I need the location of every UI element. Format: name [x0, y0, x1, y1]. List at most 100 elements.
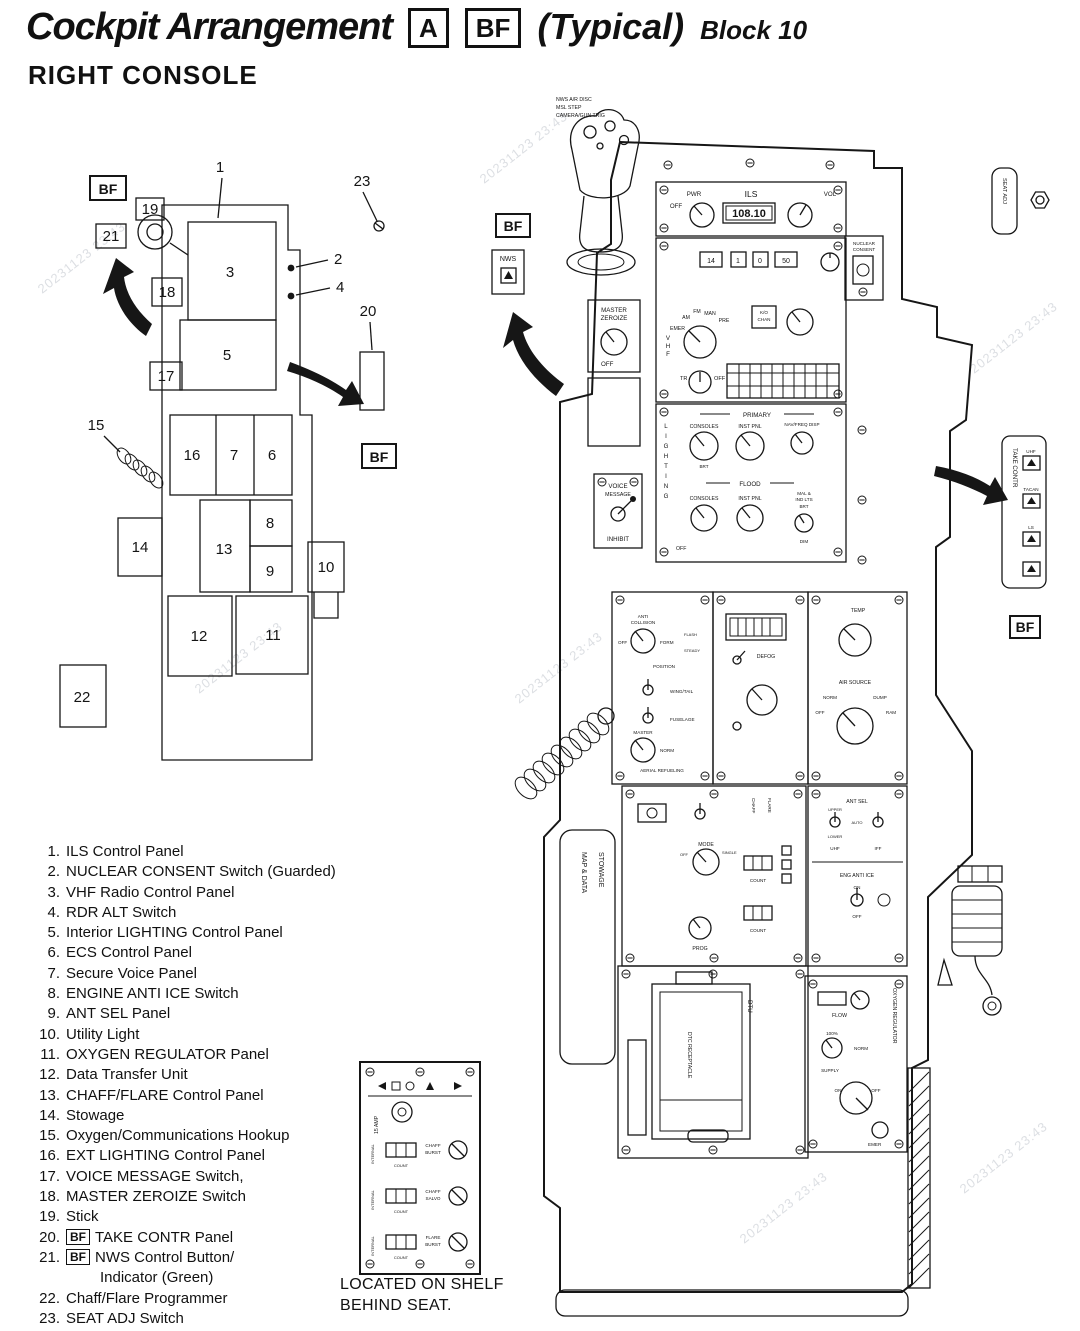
shelf-caption-line1: LOCATED ON SHELF	[340, 1276, 504, 1293]
flash-label: FLASH	[684, 632, 697, 637]
consoles-label: CONSOLES	[690, 424, 719, 430]
master-label: MASTER	[633, 730, 653, 735]
chan-label: CHAN	[757, 317, 770, 322]
legend-number: 15.	[39, 1127, 60, 1145]
primary-label: PRIMARY	[743, 412, 771, 419]
page-subtitle: RIGHT CONSOLE	[28, 60, 258, 90]
panel-12-box	[167, 595, 233, 677]
lighting-letter: I	[665, 433, 667, 440]
emer-label: EMER	[670, 326, 685, 332]
row-label: CHAFF	[425, 1143, 441, 1148]
legend-text: OXYGEN REGULATOR Panel	[66, 1045, 269, 1063]
callout-12: 12	[191, 628, 208, 645]
legend-number: 20.	[39, 1228, 60, 1246]
callout-5: 5	[223, 347, 231, 364]
callout-10: 10	[318, 559, 335, 576]
form-label: FORM	[660, 640, 674, 645]
shelf-panel: 15 AMP INTERNAL COUNT CHAFF BURST INTERN…	[359, 1061, 481, 1275]
chaff-label: CHAFF	[751, 798, 756, 814]
mz-off-label: OFF	[601, 361, 614, 368]
lighting-panel: L I G H T I N G PRIMARY CONSOLES BRT INS…	[655, 403, 847, 563]
legend-text: Stick	[66, 1208, 99, 1226]
vhf-letter: V	[666, 335, 671, 342]
internal-label: INTERNAL	[370, 1143, 375, 1164]
legend-item: 1.ILS Control Panel	[36, 842, 346, 862]
legend-text: SEAT ADJ Switch	[66, 1309, 184, 1327]
panel-9-box	[249, 545, 293, 593]
arrow-to-nws	[503, 312, 564, 396]
shelf-row-chaff-salvo: INTERNAL COUNT CHAFF SALVO	[370, 1186, 468, 1214]
legend-item: 22.Chaff/Flare Programmer	[36, 1289, 346, 1309]
panel-row-box	[169, 414, 293, 496]
panel-22-box	[59, 664, 107, 728]
legend-number: 21.	[39, 1248, 60, 1266]
oxygen-hose-coil	[514, 707, 615, 800]
map-data-stowage: MAP & DATA STOWAGE	[559, 829, 616, 1065]
take-contr-label: TAKE CONTR	[1011, 448, 1018, 488]
arrow-to-bf-nws	[103, 258, 152, 336]
shelf-row-chaff-burst: INTERNAL COUNT CHAFF BURST	[370, 1140, 468, 1168]
row-label: BURST	[425, 1150, 441, 1155]
anti-collision-label: ANTI	[638, 614, 648, 619]
count-label: COUNT	[750, 928, 767, 933]
arrow-to-take-contr-panel	[934, 466, 1008, 505]
air-source-label: AIR SOURCE	[839, 680, 872, 686]
legend-number: 11.	[40, 1045, 60, 1063]
preset-button: 1	[736, 258, 740, 265]
legend-number: 9.	[47, 1005, 60, 1023]
stick-note: CAMERA/GUN TRIG	[556, 113, 605, 119]
nav-freq-label: NAV/FREQ DISP	[784, 422, 819, 427]
dim-label: DIM	[800, 539, 809, 544]
bf-label: BF	[504, 218, 523, 234]
seat-adj-label: SEAT ADJ	[1001, 178, 1007, 204]
legend-text: Utility Light	[66, 1025, 140, 1043]
right-console-drawing: NWS A/R DISC MSL STEP CAMERA/GUN TRIG BF…	[491, 97, 1050, 1317]
dtu-panel: DTC RECEPTACLE DTU	[617, 965, 809, 1159]
legend-text: ENGINE ANTI ICE Switch	[66, 985, 239, 1003]
legend-text: ANT SEL Panel	[66, 1005, 171, 1023]
lighting-letter: G	[664, 443, 669, 450]
single-label: SINGLE	[722, 850, 737, 855]
legend-item: 14.Stowage	[36, 1106, 346, 1126]
vhf-letter: H	[666, 343, 670, 350]
callout-22: 22	[74, 689, 91, 706]
position-label: POSITION	[653, 664, 675, 669]
row-label: CHAFF	[425, 1189, 441, 1194]
legend-text: Secure Voice Panel	[66, 964, 197, 982]
take-contr-panel: TAKE CONTR UHF TACAN LS	[1001, 435, 1047, 589]
bolt-icon	[1030, 191, 1050, 209]
callout-6: 6	[268, 447, 276, 464]
flood-label: FLOOD	[739, 481, 761, 488]
voice-label: VOICE	[608, 483, 627, 490]
legend-text: Stowage	[66, 1106, 125, 1124]
temp-air-source-panel: TEMP AIR SOURCE NORM DUMP OFF RAM	[807, 591, 908, 785]
title-block: Block 10	[700, 15, 808, 45]
brt-label: BRT	[799, 504, 808, 509]
legend-item: 7.Secure Voice Panel	[36, 964, 346, 984]
legend-number: 18.	[39, 1188, 60, 1206]
bf-box	[495, 213, 531, 238]
norm-label: NORM	[660, 748, 674, 753]
ext-lighting-panel: ANTI COLLISION OFF FORM FLASH STEADY POS…	[611, 591, 714, 785]
stick-note: NWS A/R DISC	[556, 97, 592, 103]
uhf-label: UHF	[1026, 449, 1036, 454]
legend-number: 8.	[47, 985, 60, 1003]
row-label: SALVO	[426, 1196, 441, 1201]
shelf-caption: LOCATED ON SHELF BEHIND SEAT.	[340, 1274, 504, 1316]
ils-frequency: 108.10	[732, 208, 766, 220]
legend-item: 17.VOICE MESSAGE Switch,	[36, 1167, 346, 1187]
off-label: OFF	[871, 1088, 880, 1093]
off-label: OFF	[714, 376, 726, 382]
legend-number: 17.	[39, 1167, 60, 1185]
lighting-letter: G	[664, 493, 669, 500]
legend-item: 10.Utility Light	[36, 1025, 346, 1045]
panel-11-box	[235, 595, 309, 675]
badge-bf: BF	[464, 8, 522, 48]
bf-inline-badge: BF	[66, 1248, 90, 1265]
console-plate-outline	[543, 140, 974, 1293]
flow-label: FLOW	[832, 1013, 847, 1019]
